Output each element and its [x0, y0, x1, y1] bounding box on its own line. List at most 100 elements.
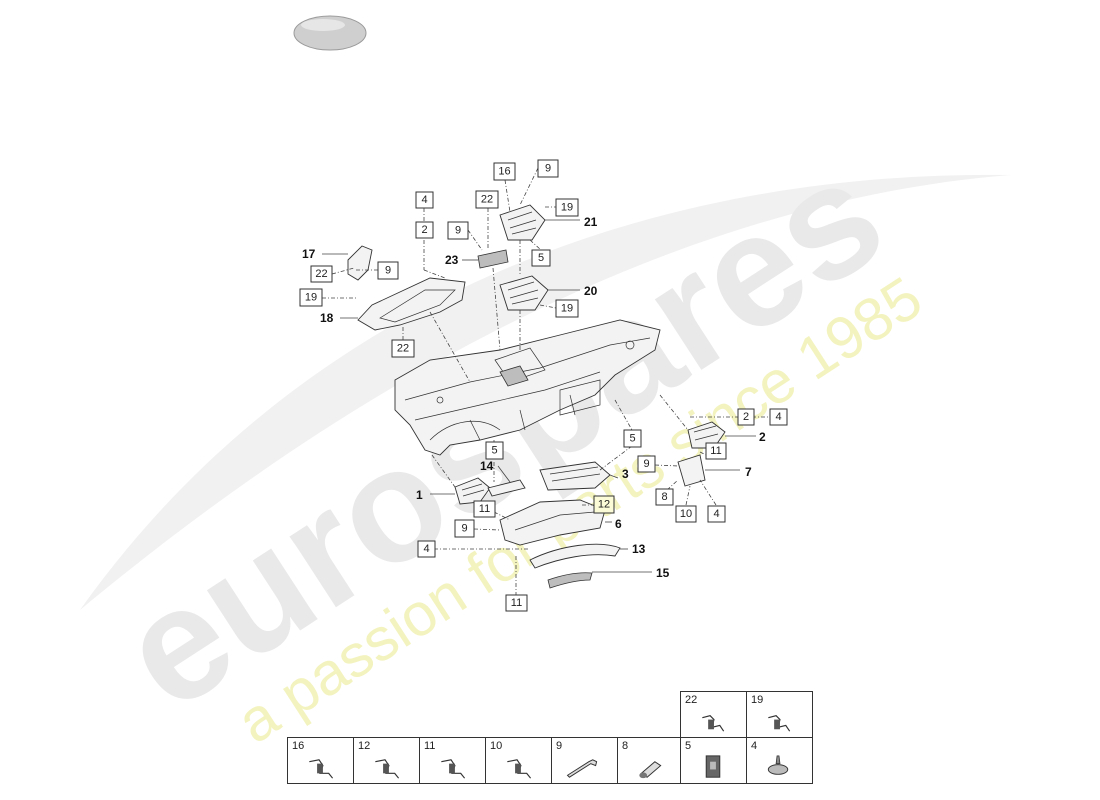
- svg-text:4: 4: [421, 194, 427, 206]
- svg-text:4: 4: [713, 508, 719, 520]
- callout-9[interactable]: 9: [637, 455, 656, 473]
- callout-22[interactable]: 22: [391, 339, 415, 358]
- part-18-display-frame: [357, 277, 466, 331]
- legend-cell-22[interactable]: 22: [680, 691, 747, 738]
- callout-5[interactable]: 5: [485, 441, 504, 460]
- legend-number: 19: [751, 694, 764, 706]
- clip-icon: [441, 759, 466, 779]
- legend-cell-5[interactable]: 5: [680, 737, 747, 784]
- svg-text:8: 8: [661, 491, 667, 503]
- svg-text:5: 5: [629, 433, 635, 445]
- part-label-14: 14: [480, 459, 494, 473]
- pin-icon: [566, 759, 598, 778]
- callout-8[interactable]: 8: [655, 488, 674, 506]
- callout-11[interactable]: 11: [505, 594, 528, 612]
- part-label-6: 6: [615, 517, 622, 531]
- svg-text:9: 9: [385, 265, 391, 277]
- legend-cell-8[interactable]: 8: [617, 737, 684, 784]
- svg-text:2: 2: [421, 224, 427, 236]
- part-label-17: 17: [302, 247, 316, 261]
- svg-text:2: 2: [743, 411, 749, 423]
- clip-icon: [309, 759, 334, 779]
- svg-text:11: 11: [479, 503, 490, 515]
- callout-19[interactable]: 19: [299, 288, 323, 307]
- callout-9[interactable]: 9: [454, 519, 475, 538]
- part-label-21: 21: [584, 215, 598, 229]
- part-label-13: 13: [632, 542, 646, 556]
- legend-cell-12[interactable]: 12: [353, 737, 420, 784]
- callout-5[interactable]: 5: [531, 249, 551, 267]
- legend-number: 5: [685, 740, 692, 752]
- legend-number: 8: [622, 740, 629, 752]
- svg-text:5: 5: [538, 252, 544, 264]
- clip-icon: [507, 759, 532, 779]
- svg-text:22: 22: [481, 194, 493, 206]
- clip-icon: [702, 715, 725, 732]
- part-6-trim: [499, 499, 606, 546]
- callout-2[interactable]: 2: [415, 221, 434, 239]
- part-15-strip: [547, 572, 593, 589]
- part-label-18: 18: [320, 311, 334, 325]
- svg-text:22: 22: [315, 268, 327, 280]
- legend-cell-19[interactable]: 19: [746, 691, 813, 738]
- part-20-vent: [499, 275, 549, 311]
- callout-19[interactable]: 19: [555, 198, 579, 217]
- callout-4[interactable]: 4: [769, 408, 788, 426]
- svg-text:4: 4: [423, 543, 429, 555]
- svg-text:19: 19: [561, 202, 573, 214]
- callout-boxes: 4 2 16 9 22 19 9 5 22 9 19 19 22 2 4 5 5…: [299, 159, 788, 612]
- legend-cell-9[interactable]: 9: [551, 737, 618, 784]
- part-3-vent: [539, 461, 611, 491]
- part-17-cover: [347, 245, 373, 281]
- legend-number: 11: [424, 740, 436, 752]
- callout-11[interactable]: 11: [705, 442, 727, 460]
- legend-cell-10[interactable]: 10: [485, 737, 552, 784]
- callout-2[interactable]: 2: [737, 408, 755, 426]
- part-label-1: 1: [416, 488, 423, 502]
- part-label-7: 7: [745, 465, 752, 479]
- callout-22[interactable]: 22: [475, 190, 499, 209]
- svg-text:11: 11: [511, 597, 522, 609]
- clip-icon: [375, 759, 400, 779]
- legend-number: 16: [292, 740, 305, 752]
- svg-text:11: 11: [710, 445, 721, 457]
- svg-text:12: 12: [598, 499, 610, 511]
- part-14-strip: [487, 479, 526, 497]
- part-13-cover: [529, 543, 621, 569]
- part-7-bracket: [677, 454, 706, 487]
- callout-9[interactable]: 9: [447, 221, 469, 240]
- callout-4[interactable]: 4: [415, 191, 434, 209]
- legend-number: 12: [358, 740, 371, 752]
- legend-cell-4[interactable]: 4: [746, 737, 813, 784]
- svg-text:9: 9: [545, 163, 551, 175]
- callout-4[interactable]: 4: [707, 505, 726, 523]
- svg-text:19: 19: [561, 303, 573, 315]
- callout-9[interactable]: 9: [377, 261, 399, 280]
- svg-text:9: 9: [455, 225, 461, 237]
- callout-5[interactable]: 5: [623, 429, 642, 448]
- callout-11[interactable]: 11: [473, 500, 496, 518]
- part-label-3: 3: [622, 467, 629, 481]
- nut-icon: [705, 755, 721, 778]
- callout-4[interactable]: 4: [417, 540, 436, 558]
- callout-12[interactable]: 12: [593, 495, 615, 514]
- part-label-20: 20: [584, 284, 598, 298]
- callout-16[interactable]: 16: [493, 162, 516, 181]
- svg-text:22: 22: [397, 343, 409, 355]
- part-label-15: 15: [656, 566, 670, 580]
- legend-cell-11[interactable]: 11: [419, 737, 486, 784]
- svg-text:16: 16: [498, 166, 510, 178]
- legend-cell-16[interactable]: 16: [287, 737, 354, 784]
- clip-icon: [768, 715, 791, 732]
- plug-icon: [639, 761, 662, 779]
- part-label-2: 2: [759, 430, 766, 444]
- legend-number: 22: [685, 694, 698, 706]
- callout-19[interactable]: 19: [555, 299, 579, 318]
- svg-text:9: 9: [461, 523, 467, 535]
- callout-22[interactable]: 22: [310, 265, 333, 283]
- part-23-strip: [477, 249, 509, 269]
- part-21-vent: [499, 204, 546, 241]
- callout-10[interactable]: 10: [675, 505, 697, 523]
- callout-9[interactable]: 9: [537, 159, 559, 178]
- dashboard-carrier: [394, 319, 661, 456]
